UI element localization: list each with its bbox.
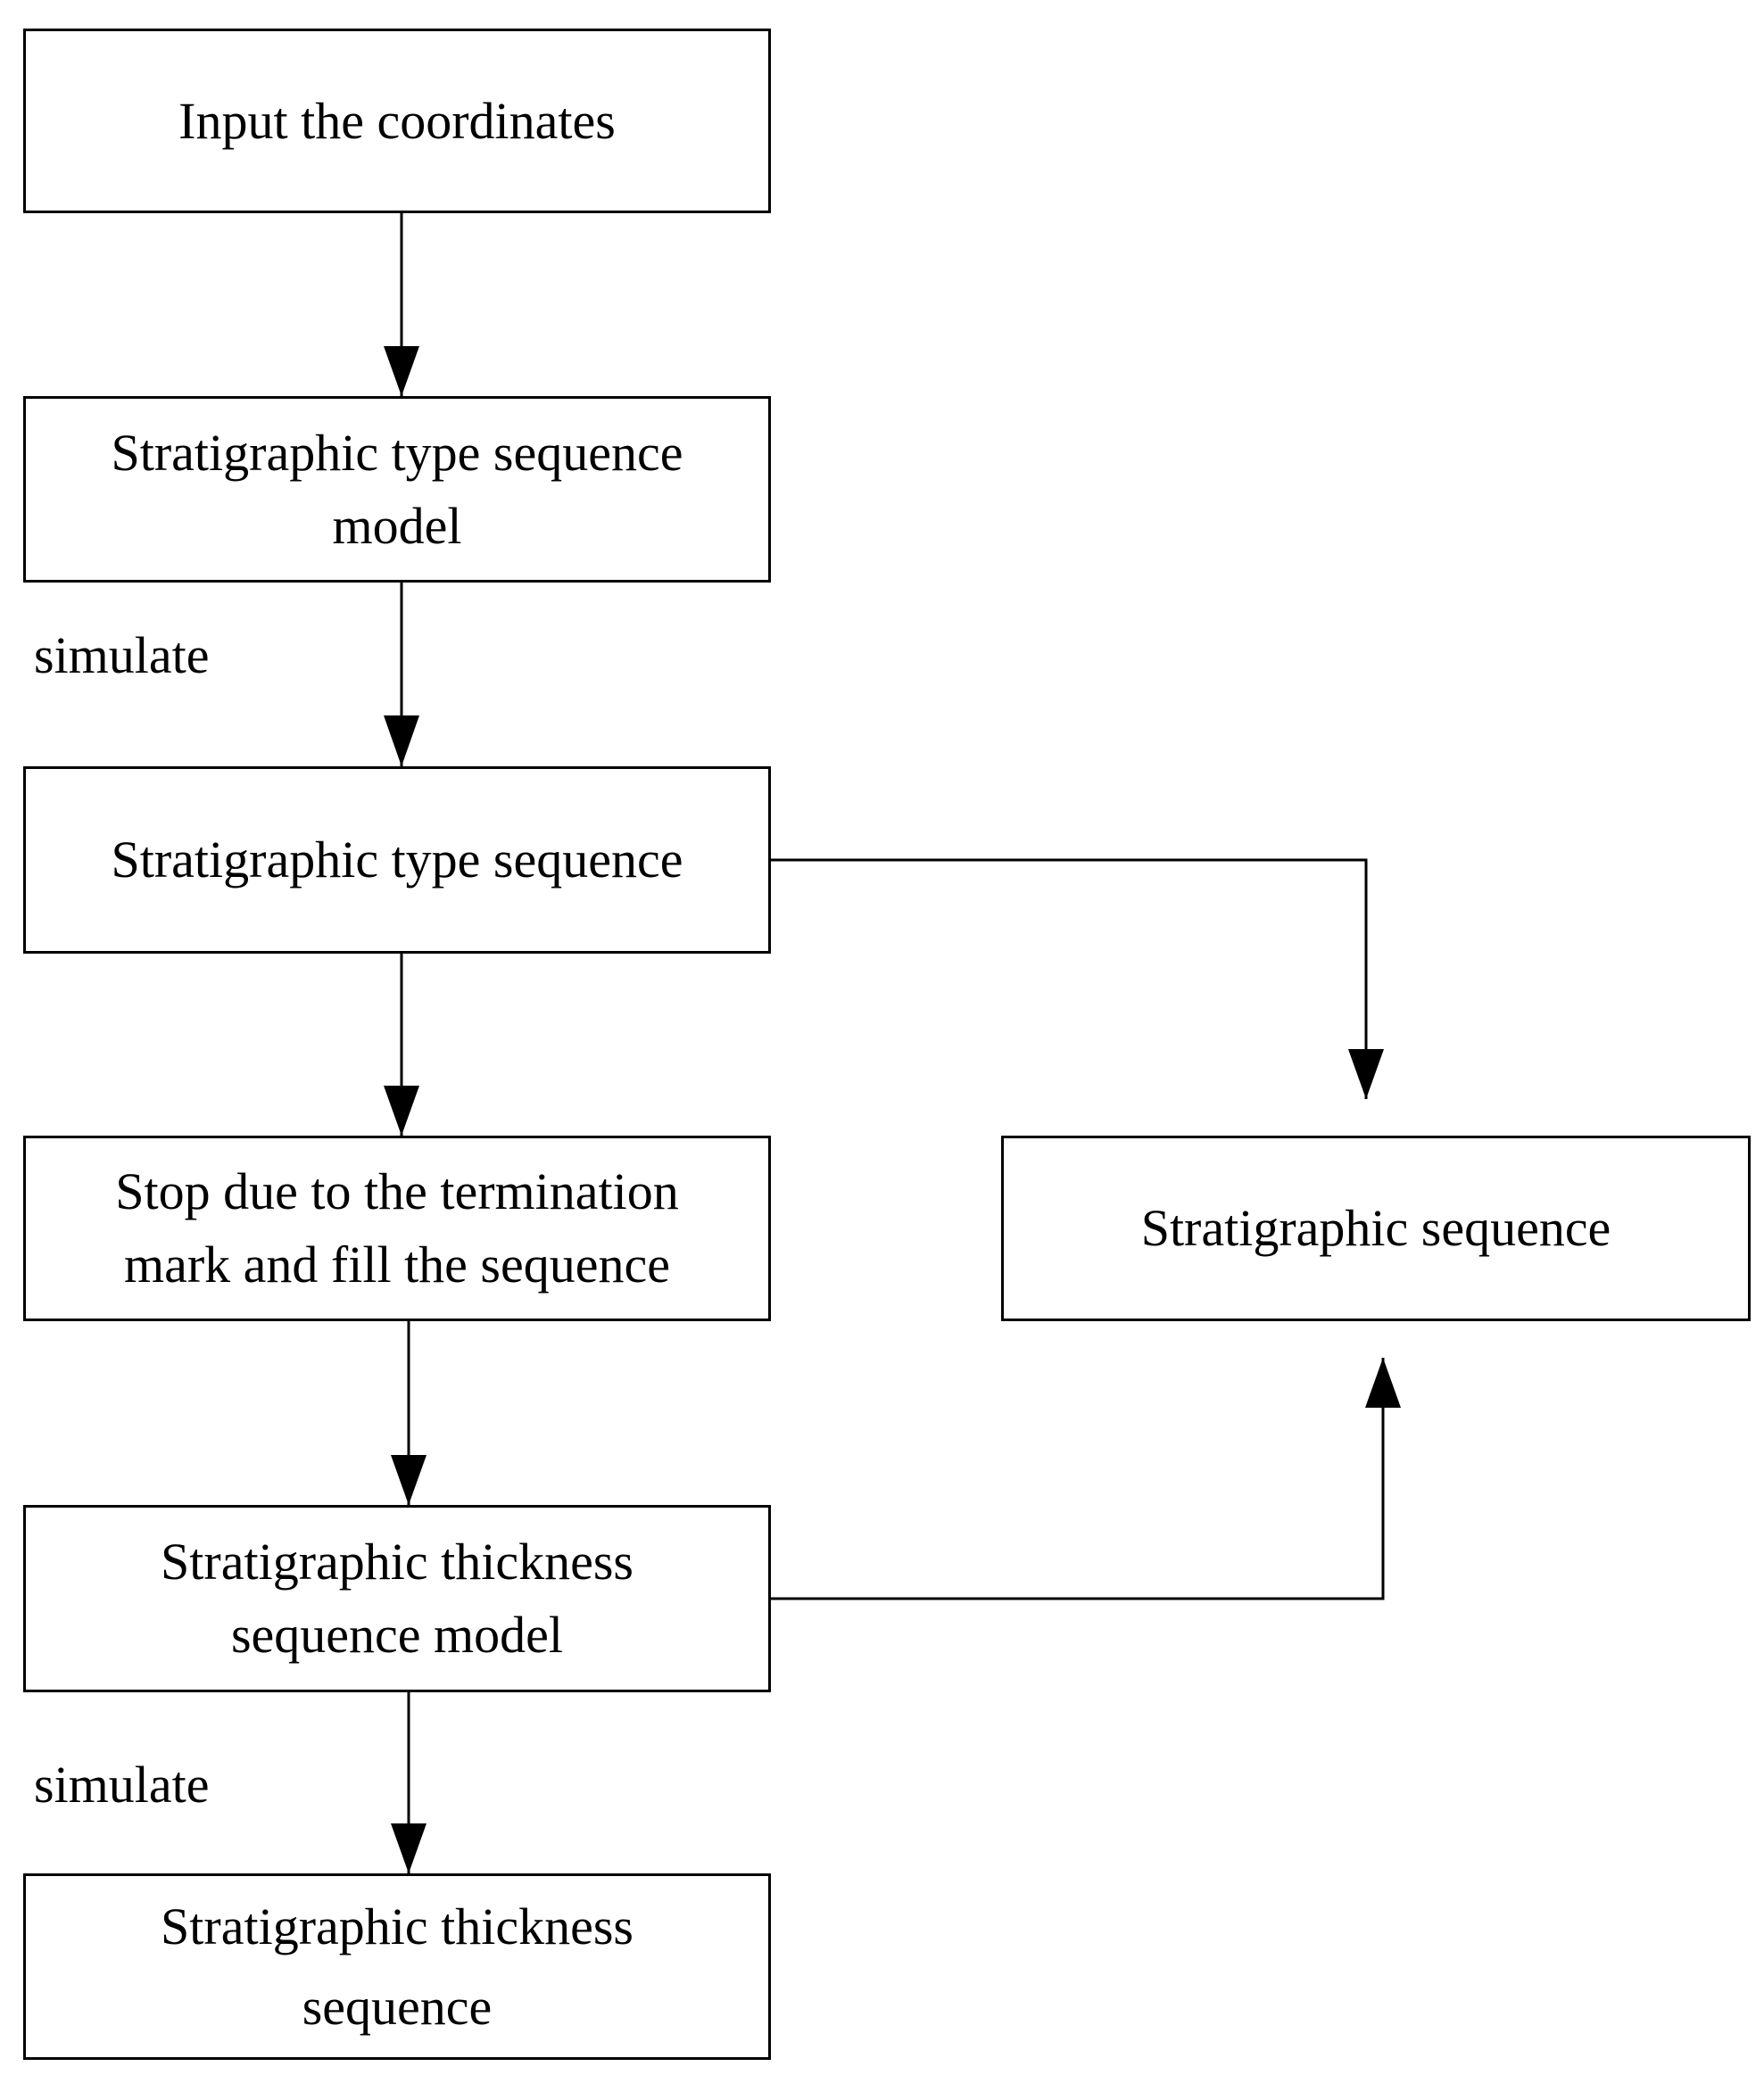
arrow-type-sequence-to-stratigraphic-sequence — [771, 858, 1368, 1099]
edge-label-simulate: simulate — [34, 626, 210, 684]
node-thickness-sequence: Stratigraphic thickness sequence — [23, 1873, 771, 2060]
node-label: Stratigraphic type sequence — [111, 831, 683, 889]
arrow-thickness-model-to-stratigraphic-sequence — [771, 1358, 1385, 1600]
node-label: Stratigraphic type sequence model — [111, 423, 683, 555]
arrowhead-stratigraphic-sequence-top — [1348, 1049, 1384, 1099]
node-label: Stratigraphic sequence — [1140, 1199, 1611, 1257]
node-stop-fill: Stop due to the termination mark and fil… — [23, 1136, 771, 1321]
node-thickness-sequence-model: Stratigraphic thickness sequence model — [23, 1505, 771, 1692]
edge-label-simulate: simulate — [34, 1756, 210, 1814]
node-type-sequence: Stratigraphic type sequence — [23, 766, 771, 954]
arrowhead-thickness-sequence — [391, 1823, 427, 1873]
node-type-sequence-model: Stratigraphic type sequence model — [23, 396, 771, 583]
node-label: Stratigraphic thickness sequence model — [161, 1533, 634, 1664]
node-input-coordinates: Input the coordinates — [23, 29, 771, 213]
arrowhead-type-sequence — [384, 715, 419, 766]
arrowhead-type-model — [384, 346, 419, 396]
arrowhead-stop-fill — [384, 1086, 419, 1136]
node-stratigraphic-sequence: Stratigraphic sequence — [1001, 1136, 1751, 1321]
arrowhead-thickness-model — [391, 1455, 427, 1505]
arrowhead-stratigraphic-sequence-bottom — [1365, 1358, 1401, 1408]
node-label: Input the coordinates — [178, 91, 616, 150]
node-label: Stop due to the termination mark and fil… — [115, 1162, 679, 1294]
node-label: Stratigraphic thickness sequence — [161, 1897, 634, 2036]
